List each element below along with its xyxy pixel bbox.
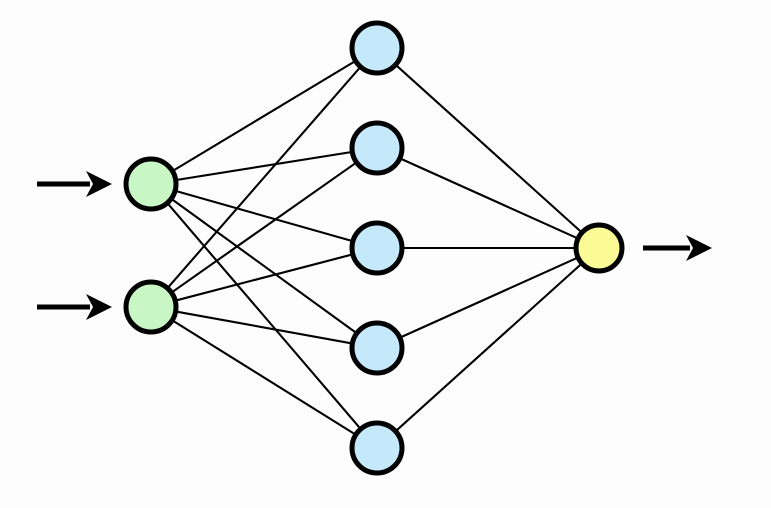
edge-i1-h5	[165, 201, 363, 431]
input-arrow-bottom-head-icon	[86, 294, 112, 320]
edge-i2-h3	[173, 253, 355, 302]
node-h5-hidden[interactable]	[349, 420, 405, 476]
node-i1-input[interactable]	[123, 156, 179, 212]
edge-i1-h2	[173, 150, 355, 182]
edge-i1-h1	[170, 59, 358, 173]
input-arrow-top-head-icon	[86, 171, 112, 197]
edge-h1-o1	[393, 63, 584, 235]
output-arrow-head-icon	[686, 235, 712, 261]
edge-i2-h5	[170, 318, 358, 437]
edge-h2-o1	[397, 156, 580, 241]
edge-h5-o1	[393, 261, 584, 433]
edge-i1-h3	[173, 189, 355, 243]
node-h1-hidden[interactable]	[349, 20, 405, 76]
node-h2-hidden[interactable]	[349, 120, 405, 176]
edge-group	[165, 59, 584, 437]
node-h4-hidden[interactable]	[349, 320, 405, 376]
edge-i2-h2	[169, 160, 359, 295]
edge-i2-h4	[173, 310, 355, 345]
node-o1-output[interactable]	[573, 222, 625, 274]
node-i2-input[interactable]	[123, 279, 179, 335]
edge-i1-h4	[169, 197, 359, 335]
edge-h4-o1	[397, 255, 580, 340]
node-h3-hidden[interactable]	[349, 220, 405, 276]
edge-i2-h1	[165, 65, 363, 290]
node-group	[123, 20, 625, 476]
io-arrow-group	[37, 171, 712, 320]
